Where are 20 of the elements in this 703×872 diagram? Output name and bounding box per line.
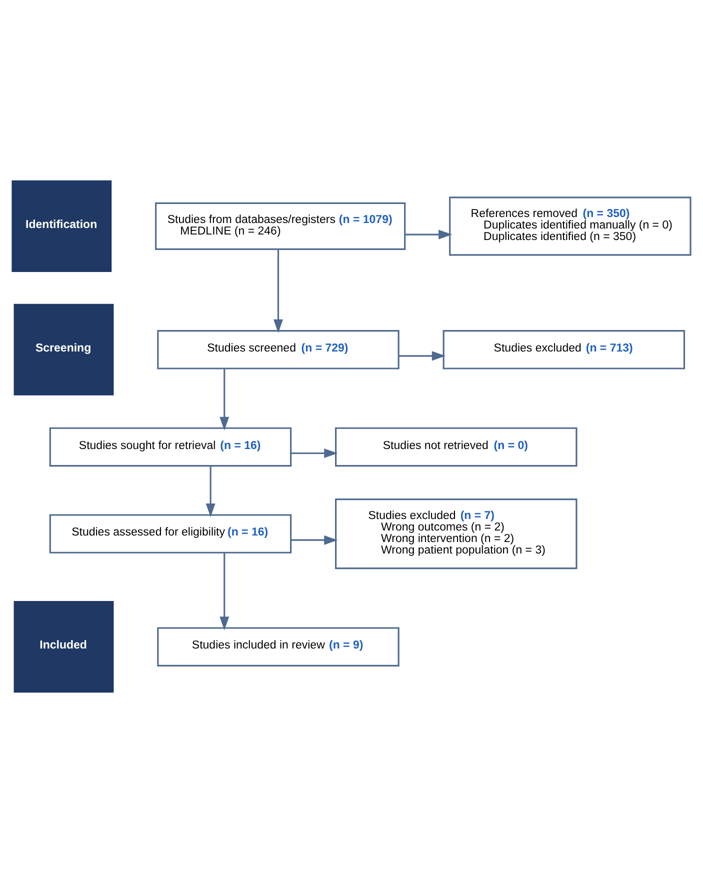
node-box: Studies included in review (n = 9) (157, 626, 400, 666)
arrow (206, 465, 216, 517)
node-box: Studies sought for retrieval (n = 16) (49, 426, 292, 466)
node-box: Identification (12, 180, 112, 272)
node-box: Studies not retrieved (n = 0) (335, 426, 578, 466)
arrow (220, 552, 230, 630)
node-box: Studies from databases/registers (n = 1079) MEDLINE (n = 246) (155, 202, 406, 250)
node-box: Studies excluded (n = 713) (442, 330, 686, 369)
node-box: Studies assessed for eligibility (n = 16) (49, 514, 292, 553)
arrow (291, 448, 338, 458)
node-box: Studies screened (n = 729) (157, 330, 400, 369)
arrow (273, 248, 284, 332)
node-box: References removed (n = 350) Duplicates identified manually (n = 0) Duplicates identified (n = 350) (449, 196, 692, 256)
arrow (220, 368, 230, 430)
arrow (404, 229, 452, 239)
node-box: Studies excluded (n = 7) Wrong outcomes (n = 2) Wrong intervention (n = 2) Wrong patient population (n = 3) (335, 498, 578, 569)
node-box: Screening (14, 303, 114, 395)
arrow (398, 350, 446, 360)
node-box: Included (14, 600, 114, 692)
arrow (291, 534, 338, 544)
